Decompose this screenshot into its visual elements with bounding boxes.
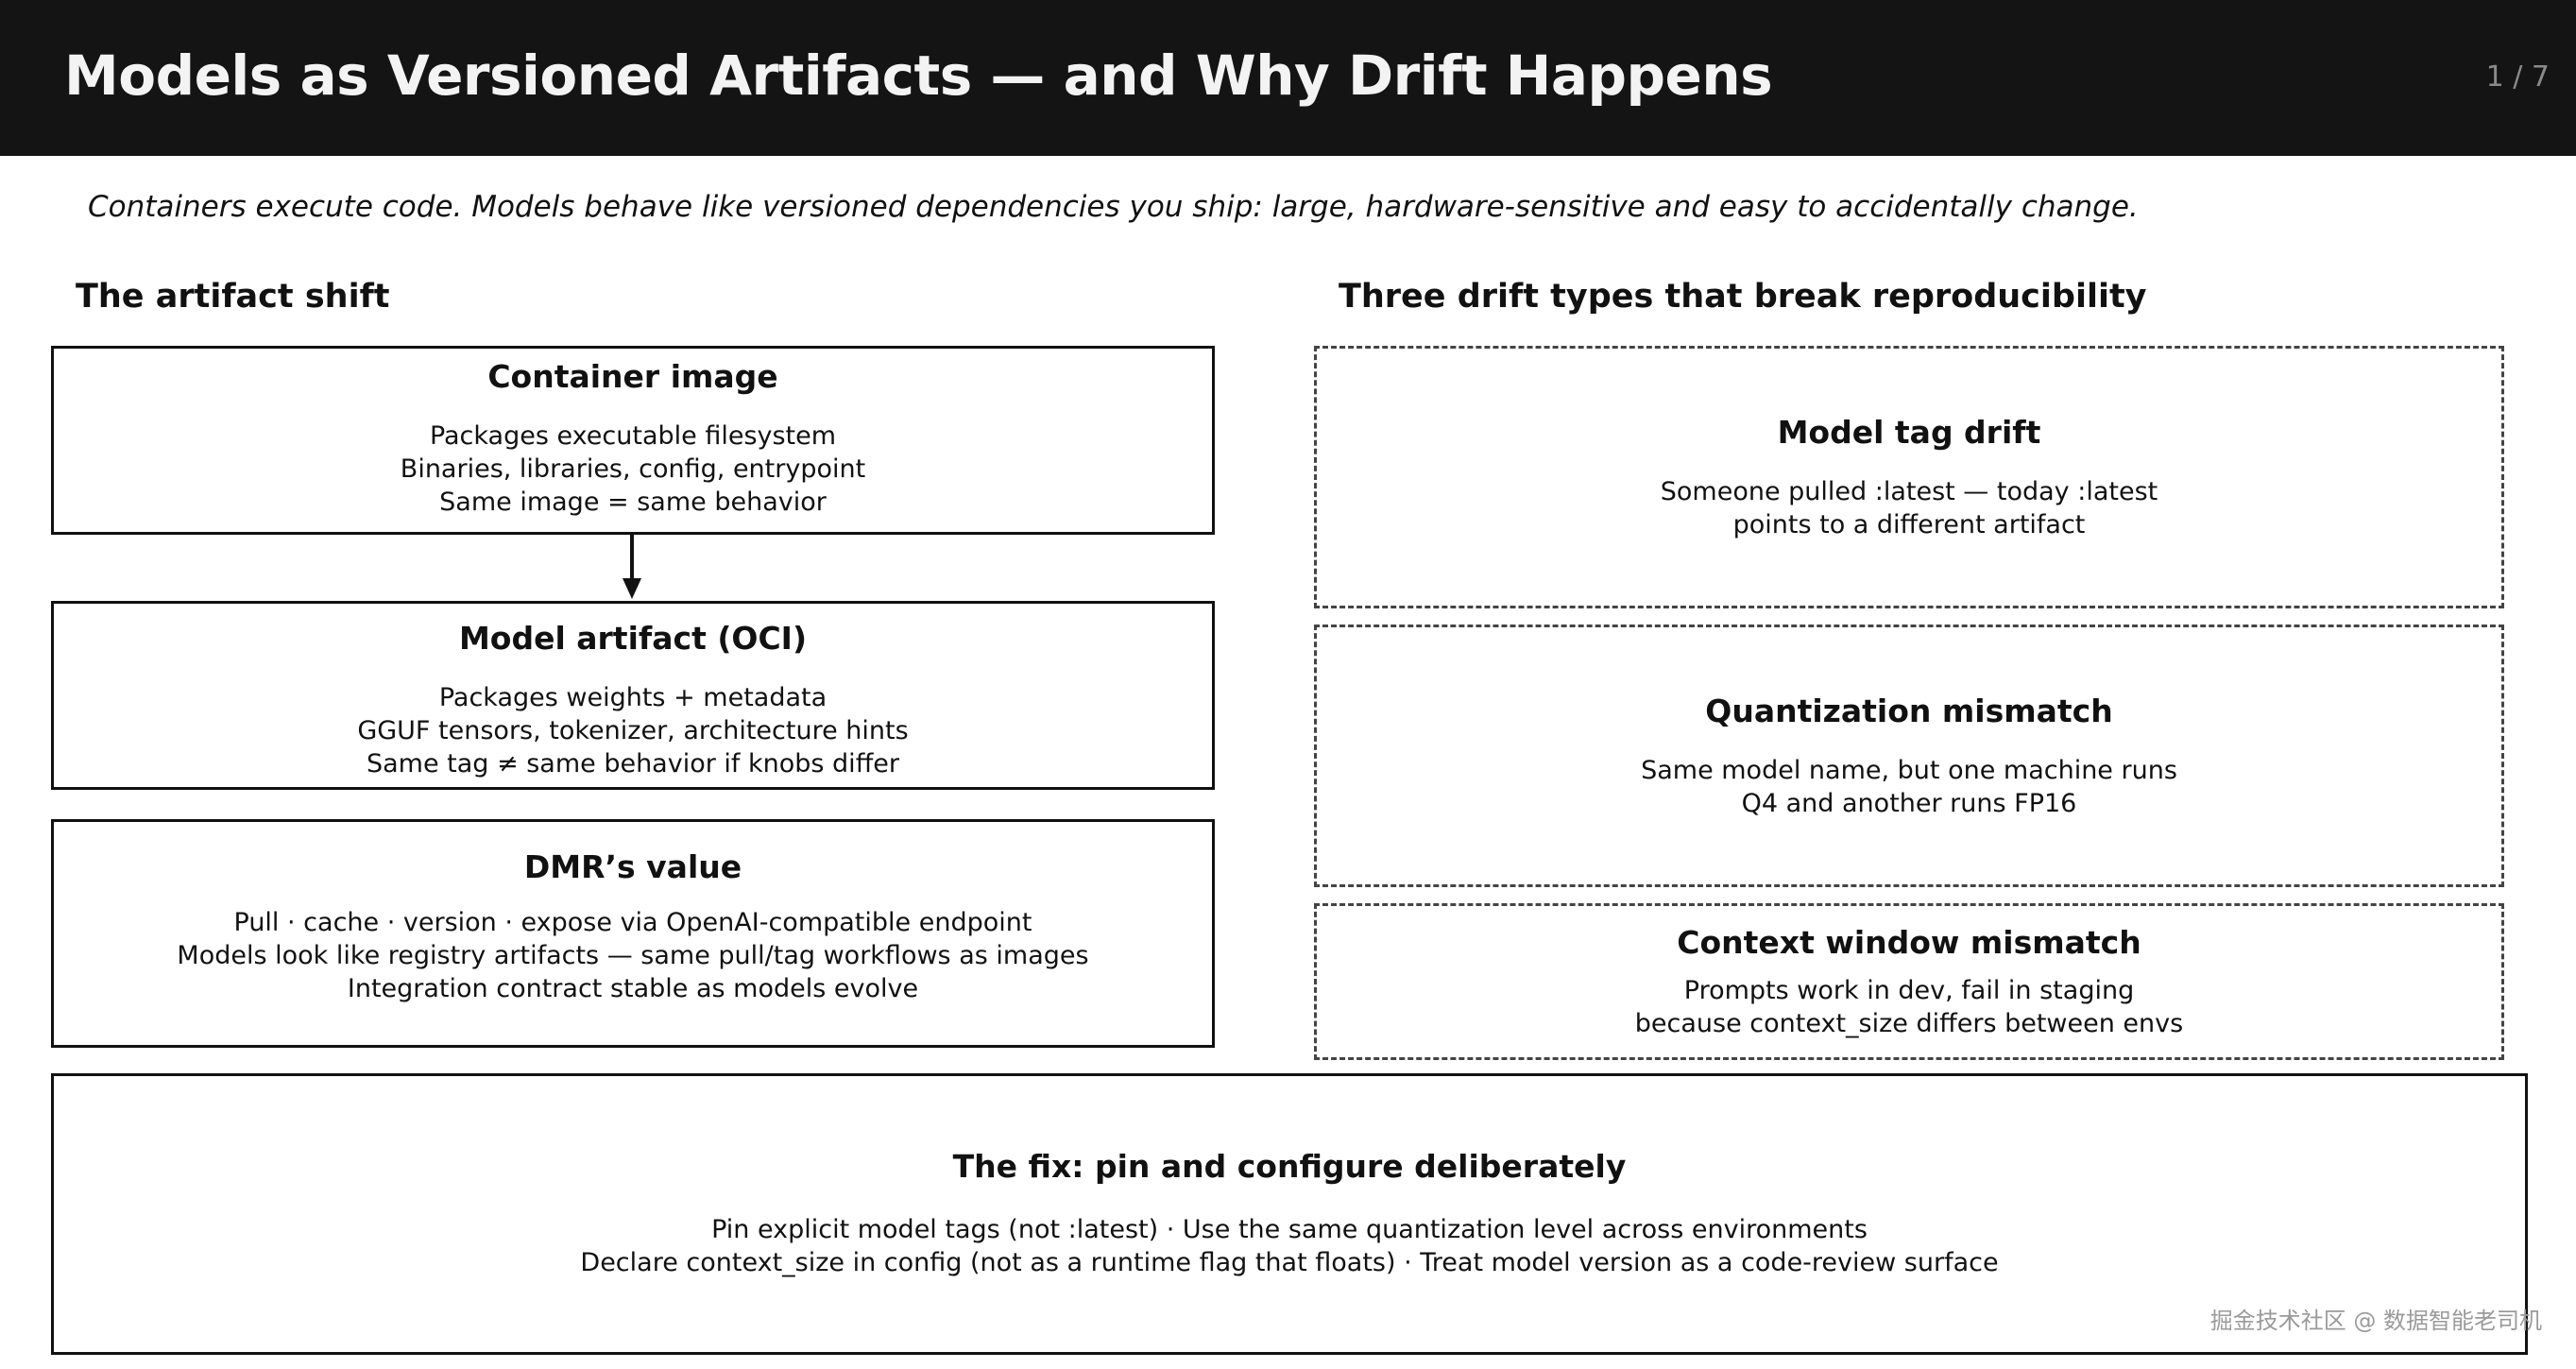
dmr-value-details: Pull · cache · version · expose via Open… [177,906,1088,1005]
model-tag-drift-details: Someone pulled :latest — today :latest p… [1661,475,2158,541]
arrow-head-icon [623,578,641,599]
model-artifact-title: Model artifact (OCI) [458,620,808,657]
detail-line: Someone pulled :latest — today :latest [1660,476,2158,506]
detail-line: Same model name, but one machine runs [1641,755,2177,785]
quantization-mismatch-box: Quantization mismatch Same model name, b… [1314,625,2504,887]
fix-title: The fix: pin and configure deliberately [952,1148,1627,1185]
context-window-mismatch-box: Context window mismatch Prompts work in … [1314,903,2504,1060]
drift-types-heading: Three drift types that break reproducibi… [1339,278,2147,316]
title-bar: Models as Versioned Artifacts — and Why … [0,0,2576,156]
detail-line: Q4 and another runs FP16 [1741,788,2077,818]
model-artifact-box: Model artifact (OCI) Packages weights + … [51,601,1215,790]
slide-subtitle: Containers execute code. Models behave l… [88,190,2139,224]
quantization-mismatch-title: Quantization mismatch [1705,692,2113,729]
detail-line: GGUF tensors, tokenizer, architecture hi… [357,716,909,745]
detail-line: Pull · cache · version · expose via Open… [233,908,1032,937]
model-artifact-details: Packages weights + metadata GGUF tensors… [357,681,908,780]
detail-line: Same tag ≠ same behavior if knobs differ [366,749,900,779]
dmr-value-box: DMR’s value Pull · cache · version · exp… [51,819,1215,1048]
dmr-value-title: DMR’s value [523,848,742,885]
detail-line: Prompts work in dev, fail in staging [1683,975,2135,1005]
context-window-mismatch-title: Context window mismatch [1677,923,2141,961]
detail-line: Binaries, libraries, config, entrypoint [400,454,866,484]
context-window-mismatch-details: Prompts work in dev, fail in staging bec… [1635,974,2183,1040]
fix-box: The fix: pin and configure deliberately … [51,1073,2528,1355]
detail-line: Models look like registry artifacts — sa… [177,941,1089,970]
container-image-title: Container image [487,358,778,395]
model-tag-drift-box: Model tag drift Someone pulled :latest —… [1314,346,2504,608]
artifact-shift-heading: The artifact shift [76,278,390,316]
watermark: 掘金技术社区 @ 数据智能老司机 [2209,1308,2542,1334]
container-image-box: Container image Packages executable file… [51,346,1215,535]
detail-line: Packages weights + metadata [438,683,827,712]
detail-line: Same image = same behavior [439,488,827,517]
model-tag-drift-title: Model tag drift [1777,413,2041,451]
detail-line: Declare context_size in config (not as a… [580,1248,1999,1277]
fix-details: Pin explicit model tags (not :latest) · … [580,1213,1998,1279]
detail-line: points to a different artifact [1732,509,2086,539]
container-image-details: Packages executable filesystem Binaries,… [401,419,865,519]
page-indicator: 1 / 7 [2485,60,2550,94]
down-arrow-icon [630,535,634,580]
detail-line: Packages executable filesystem [429,421,837,451]
quantization-mismatch-details: Same model name, but one machine runs Q4… [1641,754,2177,820]
detail-line: Integration contract stable as models ev… [347,974,919,1003]
detail-line: Pin explicit model tags (not :latest) · … [711,1215,1868,1244]
slide-title: Models as Versioned Artifacts — and Why … [64,43,1773,108]
detail-line: because context_size differs between env… [1634,1008,2184,1038]
